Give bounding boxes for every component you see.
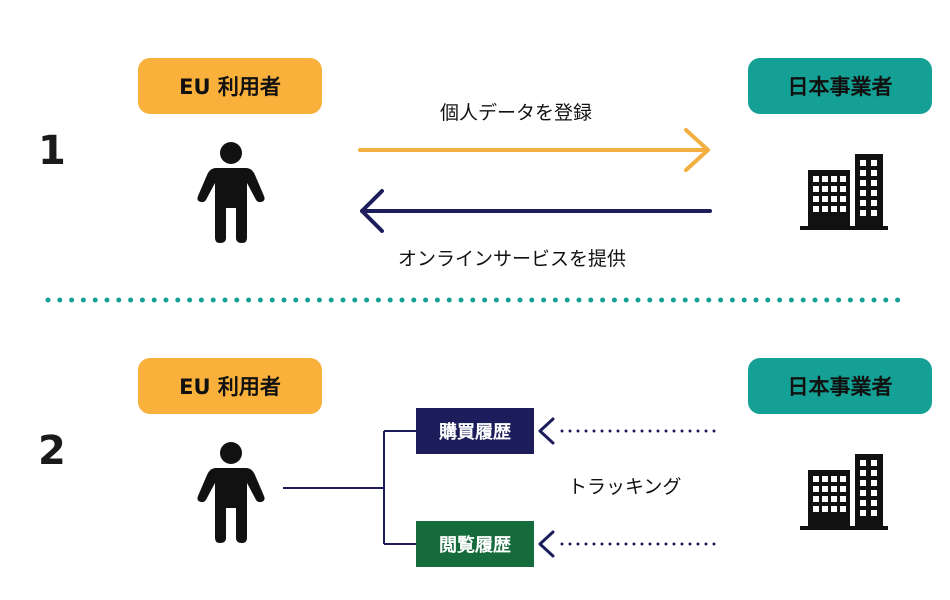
- browsing-history-box: 閲覧履歴: [416, 521, 534, 567]
- provide-service-arrow: [360, 189, 712, 233]
- eu-user-badge-2: EU 利用者: [138, 358, 322, 414]
- building-icon: [800, 454, 888, 530]
- scenario-1-number: 1: [38, 128, 66, 174]
- provide-service-label: オンラインサービスを提供: [398, 248, 627, 270]
- japan-business-badge-2: 日本事業者: [748, 358, 932, 414]
- person-icon: [197, 142, 265, 243]
- tracking-arrow-purchase: [538, 417, 724, 445]
- register-data-label: 個人データを登録: [440, 102, 593, 124]
- scenario-2-number: 2: [38, 428, 66, 474]
- purchase-history-box: 購買履歴: [416, 408, 534, 454]
- building-icon: [800, 154, 888, 230]
- history-connector: [283, 430, 416, 545]
- japan-business-badge-1: 日本事業者: [748, 58, 932, 114]
- eu-user-badge-1: EU 利用者: [138, 58, 322, 114]
- person-icon: [197, 442, 265, 543]
- tracking-label: トラッキング: [568, 476, 682, 498]
- tracking-arrow-browse: [538, 530, 724, 558]
- register-data-arrow: [358, 128, 710, 172]
